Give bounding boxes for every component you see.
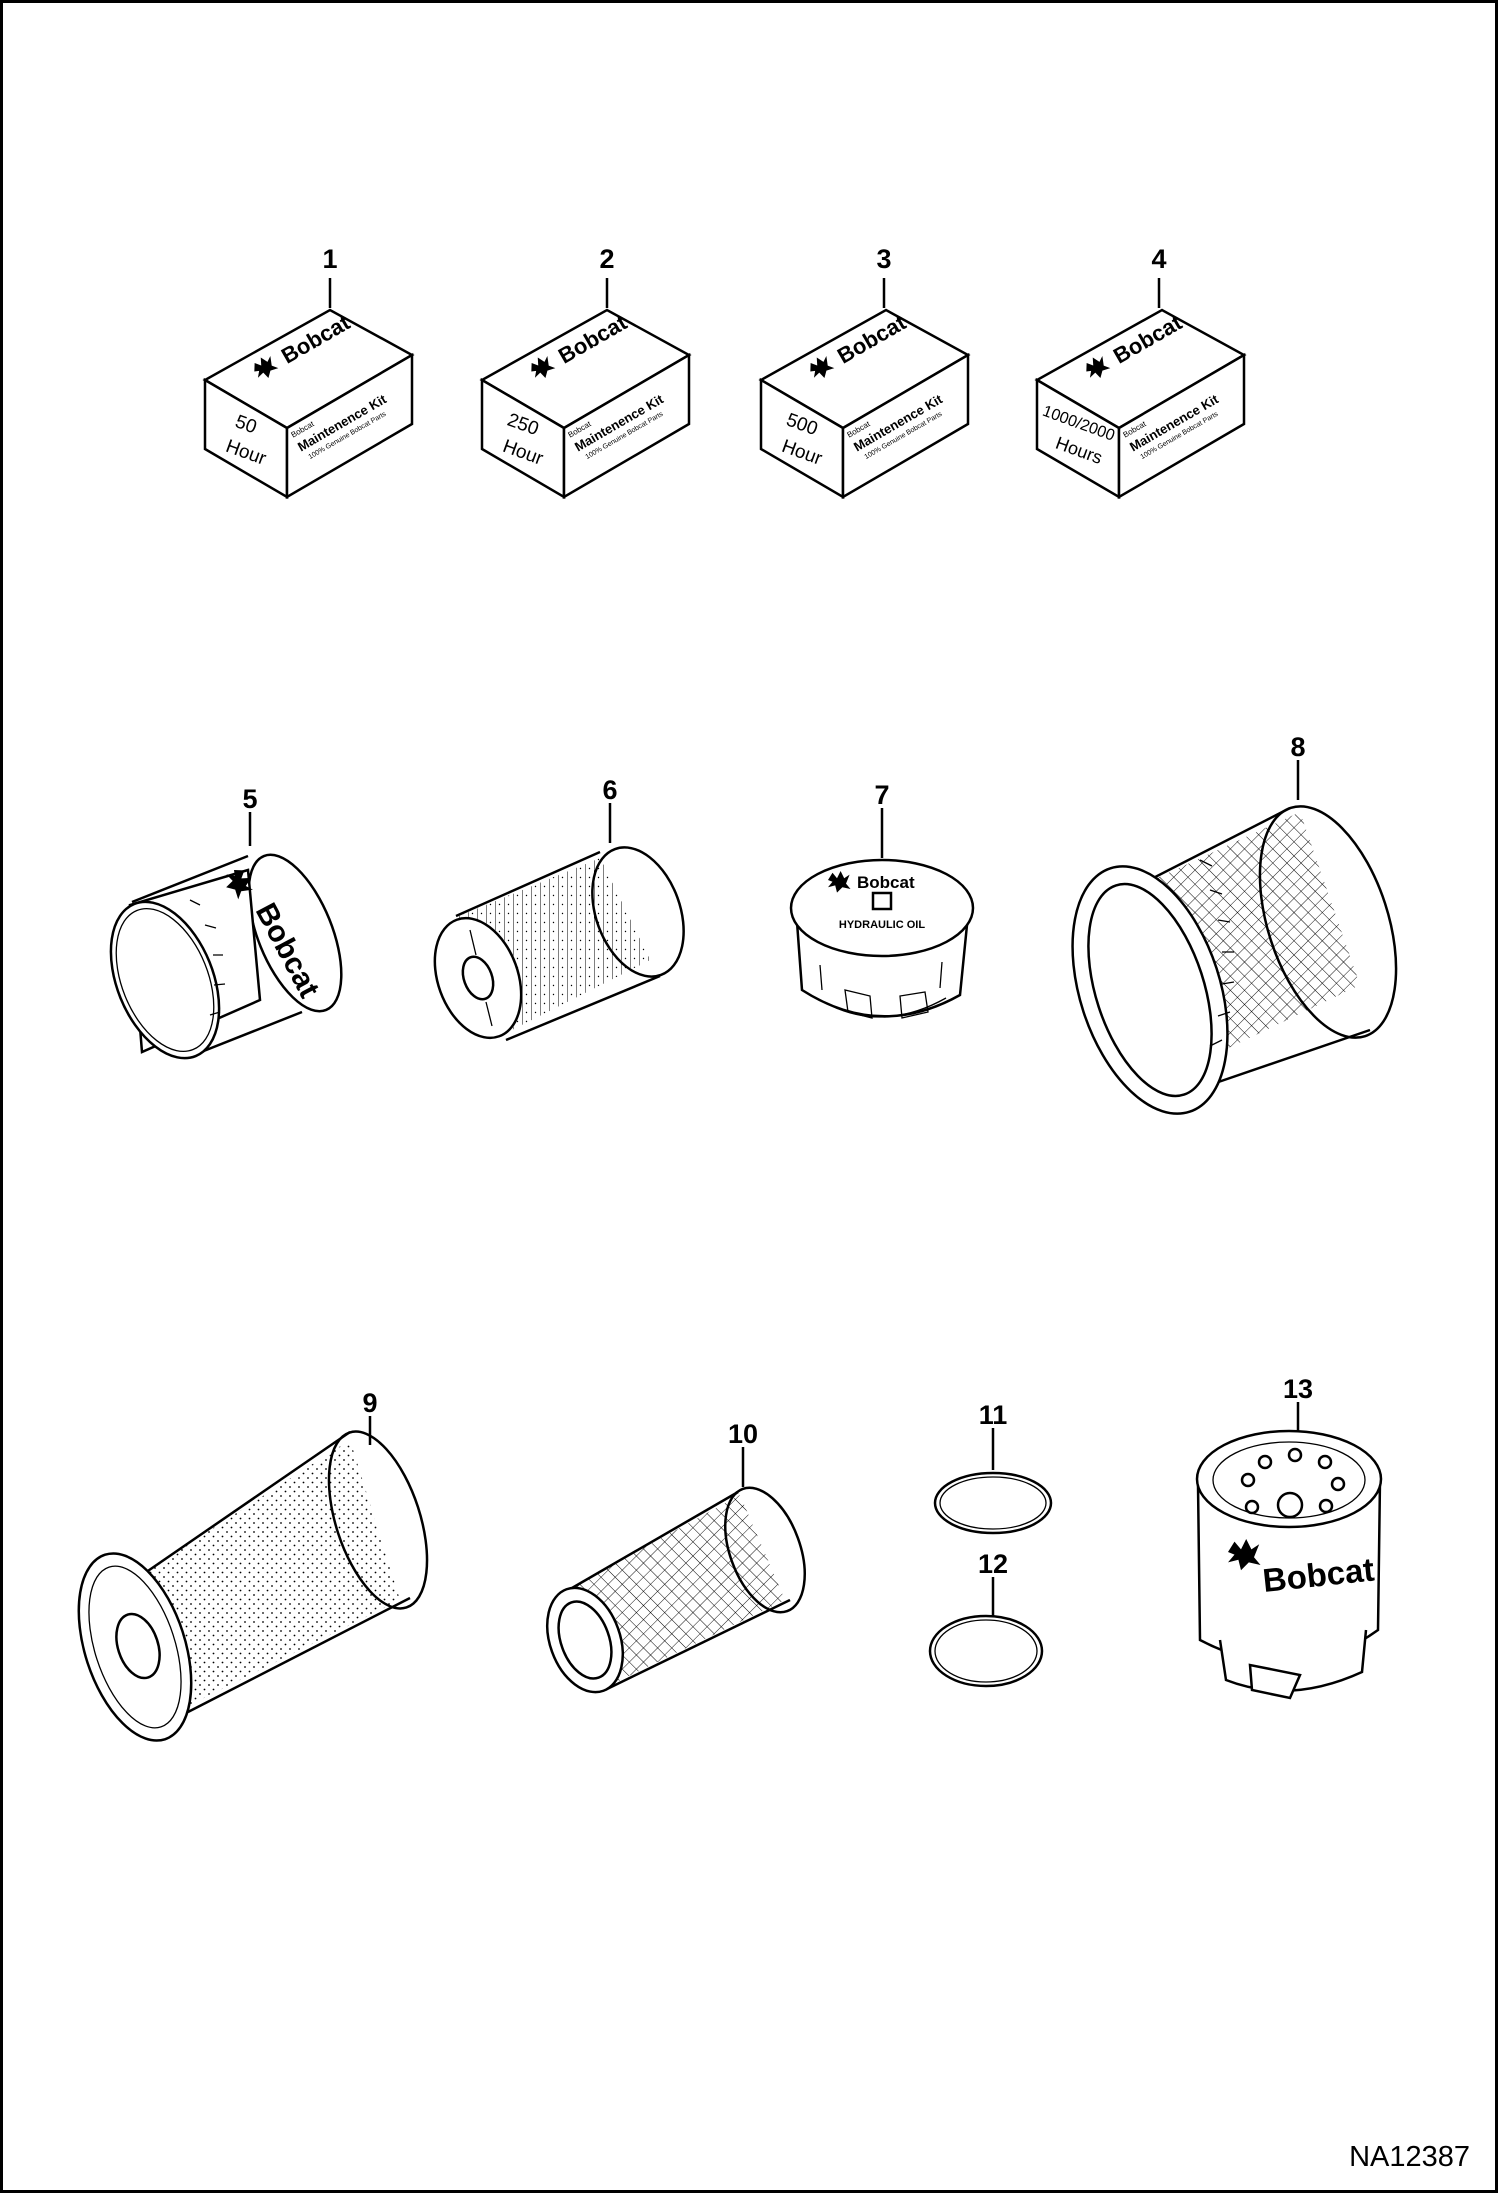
callout-5: 5: [242, 784, 257, 814]
callout-numbers: 1 2 3 4 5 6 7 8 9 10 11 12 13: [242, 244, 1313, 1579]
oil-filter-part-5: Bobcat: [109, 853, 343, 1060]
callout-leaders: [248, 278, 1300, 1616]
callout-8: 8: [1290, 732, 1305, 762]
callout-11: 11: [979, 1400, 1008, 1430]
kit-box-3: Bobcat: [758, 308, 971, 500]
kit-box-2: Bobcat: [479, 308, 692, 500]
callout-13: 13: [1283, 1374, 1313, 1404]
callout-10: 10: [728, 1419, 758, 1449]
part-7-cap-label: HYDRAULIC OIL: [839, 919, 925, 931]
callout-2: 2: [599, 244, 614, 274]
callout-6: 6: [602, 775, 617, 805]
kit-box-2-labels: 250 Hour: [500, 410, 547, 470]
callout-12: 12: [978, 1549, 1008, 1579]
callout-3: 3: [876, 244, 891, 274]
hydraulic-cap-part-7: Bobcat HYDRAULIC OIL: [789, 858, 975, 1019]
air-filter-part-9: [77, 1430, 429, 1742]
hydraulic-filter-part-6: [433, 846, 685, 1042]
callout-9: 9: [362, 1388, 377, 1418]
callout-1: 1: [322, 244, 337, 274]
kit-box-4: Bobcat: [1034, 308, 1247, 500]
part-7-brand: Bobcat: [857, 873, 915, 892]
o-ring-part-12: [928, 1614, 1044, 1688]
document-id: NA12387: [1349, 2141, 1470, 2173]
filter-part-10: [546, 1486, 806, 1694]
air-filter-part-8: [1071, 805, 1398, 1115]
kit-box-1: Bobcat: [202, 308, 415, 500]
fuel-filter-part-13: Bobcat: [1195, 1429, 1383, 1700]
callout-7: 7: [874, 780, 889, 810]
o-ring-part-11: [933, 1471, 1053, 1535]
callout-4: 4: [1151, 244, 1166, 274]
